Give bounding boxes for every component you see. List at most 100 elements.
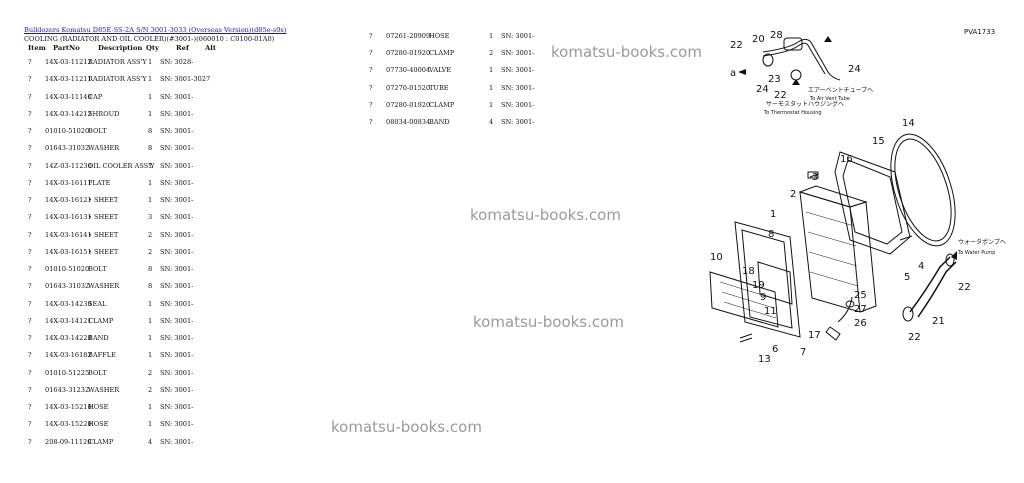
- watermark: komatsu-books.com: [473, 313, 624, 331]
- part-description: BOLT: [88, 127, 107, 135]
- oil-cooler-plate-inner: [741, 229, 793, 329]
- page-subtitle: COOLING (RADIATOR AND OIL COOLER)(#3001-…: [24, 35, 275, 43]
- callout-22: 22: [958, 282, 971, 293]
- part-description: • SHEET: [88, 247, 119, 256]
- part-description: BOLT: [88, 265, 107, 273]
- part-qty: 1: [148, 58, 153, 66]
- part-item: ?: [28, 420, 32, 429]
- part-description: VALVE: [429, 66, 452, 75]
- part-ref: SN: 3001-: [501, 83, 535, 92]
- part-number[interactable]: 14X-03-15210: [45, 403, 92, 411]
- part-description: PLATE: [88, 178, 111, 187]
- part-description: RADIATOR ASS'Y: [88, 75, 147, 84]
- callout-14: 14: [902, 118, 915, 129]
- callout-7: 7: [800, 347, 806, 358]
- part-item: ?: [369, 32, 373, 40]
- bolt: [739, 333, 753, 343]
- part-qty: 1: [148, 161, 153, 170]
- part-description: BAFFLE: [88, 351, 116, 360]
- drain-fitting: [825, 326, 841, 341]
- header-item: Item: [28, 44, 46, 52]
- part-number[interactable]: 07261-20909: [386, 32, 431, 40]
- part-number[interactable]: 14X-03-15220: [45, 420, 92, 429]
- vent-tube-inner: [762, 42, 826, 75]
- part-number[interactable]: 01010-51020: [45, 127, 90, 135]
- part-number[interactable]: 14X-03-16151: [45, 247, 92, 256]
- part-description: BAND: [88, 334, 109, 342]
- part-number[interactable]: 14X-03-11140: [45, 92, 92, 101]
- part-number[interactable]: 14X-03-16111: [45, 178, 92, 187]
- part-number[interactable]: 14X-03-14230: [45, 299, 92, 308]
- part-number[interactable]: 14X-03-14212: [45, 109, 92, 118]
- part-description: WASHER: [88, 385, 120, 394]
- callout-17: 17: [808, 330, 821, 341]
- callout-15: 15: [872, 136, 885, 147]
- part-number[interactable]: 14X-03-16182: [45, 351, 92, 360]
- part-number[interactable]: 14X-03-16121: [45, 196, 92, 204]
- part-qty: 2: [148, 385, 153, 394]
- part-item: ?: [28, 282, 32, 291]
- part-description: • SHEET: [88, 213, 119, 222]
- callout-21: 21: [932, 316, 945, 327]
- part-item: ?: [28, 403, 32, 411]
- part-number[interactable]: 07280-01920: [386, 100, 431, 109]
- part-number[interactable]: 01643-31032: [45, 282, 90, 291]
- header-qty: Qty: [146, 44, 160, 52]
- part-description: CLAMP: [88, 437, 114, 446]
- part-number[interactable]: 208-09-11120: [45, 437, 92, 446]
- shroud: [834, 151, 911, 255]
- part-description: SEAL: [88, 299, 107, 308]
- part-number[interactable]: 08034-00834: [386, 118, 431, 126]
- part-item: ?: [28, 58, 32, 66]
- part-number[interactable]: 14X-03-11212: [45, 58, 92, 66]
- part-qty: 1: [489, 66, 494, 75]
- part-item: ?: [28, 385, 32, 394]
- part-description: RADIATOR ASS'Y: [88, 58, 147, 66]
- part-number[interactable]: 14Z-03-11230: [45, 161, 92, 170]
- part-qty: 8: [148, 127, 153, 135]
- callout-22: 22: [730, 40, 743, 51]
- part-qty: 1: [148, 92, 153, 101]
- part-number[interactable]: 07730-40004: [386, 66, 431, 75]
- vent-valve: [783, 37, 803, 51]
- callout-9: 9: [760, 292, 766, 303]
- watermark: komatsu-books.com: [551, 43, 702, 61]
- part-number[interactable]: 14X-03-16141: [45, 230, 92, 239]
- part-item: ?: [369, 83, 373, 92]
- callout-13: 13: [758, 354, 771, 362]
- breadcrumb[interactable]: Bulldozers Komatsu D85E-SS-2A S/N 3001-3…: [24, 26, 287, 34]
- part-ref: SN: 3001-: [160, 92, 194, 101]
- part-qty: 8: [148, 144, 153, 153]
- part-item: ?: [28, 144, 32, 153]
- part-number[interactable]: 14X-03-14121: [45, 316, 92, 325]
- callout-8: 8: [768, 229, 774, 240]
- callout-27: 27: [854, 304, 867, 315]
- header-alt: Alt: [205, 44, 216, 52]
- watermark: komatsu-books.com: [331, 418, 482, 436]
- part-number[interactable]: 01010-51020: [45, 265, 90, 273]
- part-number[interactable]: 01010-51225: [45, 368, 90, 377]
- part-qty: 1: [489, 100, 494, 109]
- part-number[interactable]: 07280-01920: [386, 49, 431, 58]
- part-ref: SN: 3001-: [160, 178, 194, 187]
- part-number[interactable]: 14X-03-11211: [45, 75, 92, 84]
- part-ref: SN: 3001-: [160, 247, 194, 256]
- part-ref: SN: 3001-: [160, 385, 194, 394]
- callout-24: 24: [848, 64, 861, 75]
- callout-2: 2: [790, 189, 796, 200]
- part-item: ?: [28, 316, 32, 325]
- part-qty: 1: [148, 420, 153, 429]
- radiator-cap: [807, 171, 819, 179]
- part-description: • SHEET: [88, 196, 119, 204]
- part-number[interactable]: 01643-31032: [45, 144, 90, 153]
- callout-18: 18: [742, 266, 755, 277]
- part-number[interactable]: 01643-31232: [45, 385, 90, 394]
- part-number[interactable]: 14X-03-16131: [45, 213, 92, 222]
- part-number[interactable]: 14X-03-14220: [45, 334, 92, 342]
- callout-a: a: [730, 68, 736, 79]
- vent-tube: [762, 38, 841, 81]
- radiator-fins: [805, 211, 859, 287]
- callout-4: 4: [918, 261, 924, 272]
- part-ref: SN: 3001-: [160, 316, 194, 325]
- part-number[interactable]: 07270-01520: [386, 83, 431, 92]
